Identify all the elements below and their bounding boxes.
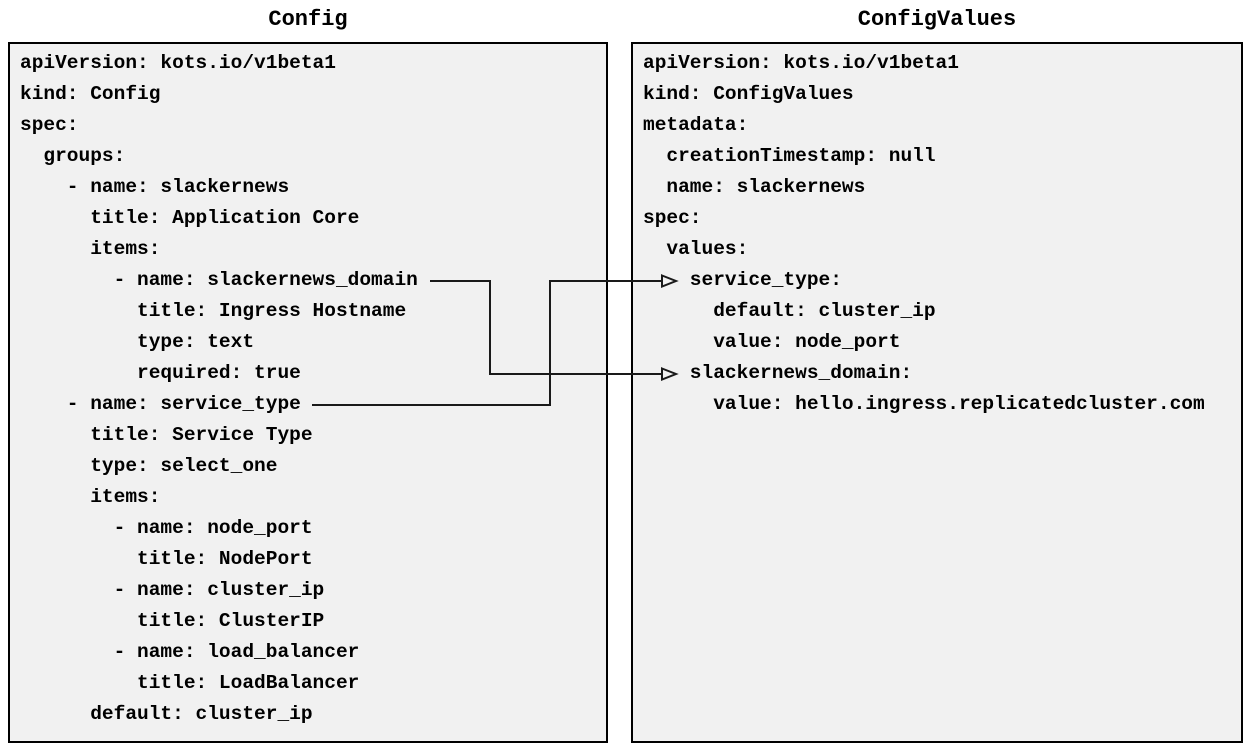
yaml-line: - name: slackernews [20,176,290,198]
yaml-line: items: [20,486,161,508]
yaml-line: type: select_one [20,455,278,477]
config-yaml: apiVersion: kots.io/v1beta1 kind: Config… [10,44,606,730]
yaml-line-service-type-value: service_type: [643,269,842,291]
yaml-line: value: hello.ingress.replicatedcluster.c… [643,393,1205,415]
yaml-line: default: cluster_ip [643,300,936,322]
yaml-line-slackernews-domain-value: slackernews_domain: [643,362,913,384]
configvalues-panel-title: ConfigValues [857,7,1017,32]
yaml-line: - name: load_balancer [20,641,360,663]
yaml-line: value: node_port [643,331,901,353]
yaml-line: type: text [20,331,255,353]
config-panel-title: Config [268,7,348,32]
configvalues-yaml: apiVersion: kots.io/v1beta1 kind: Config… [633,44,1241,420]
yaml-line: title: ClusterIP [20,610,325,632]
yaml-line: name: slackernews [643,176,866,198]
yaml-line: title: LoadBalancer [20,672,360,694]
yaml-line: title: Application Core [20,207,360,229]
yaml-line: spec: [20,114,79,136]
yaml-line: - name: cluster_ip [20,579,325,601]
yaml-line-slackernews-domain: - name: slackernews_domain [20,269,418,291]
yaml-line: items: [20,238,161,260]
yaml-line: title: Service Type [20,424,313,446]
yaml-line: title: Ingress Hostname [20,300,407,322]
yaml-line-service-type: - name: service_type [20,393,301,415]
yaml-line: values: [643,238,749,260]
yaml-line: creationTimestamp: null [643,145,936,167]
yaml-line: groups: [20,145,126,167]
config-panel: apiVersion: kots.io/v1beta1 kind: Config… [8,42,608,743]
yaml-line: apiVersion: kots.io/v1beta1 [20,52,336,74]
yaml-line: spec: [643,207,702,229]
configvalues-panel: apiVersion: kots.io/v1beta1 kind: Config… [631,42,1243,743]
yaml-line: kind: Config [20,83,161,105]
yaml-line: apiVersion: kots.io/v1beta1 [643,52,959,74]
yaml-line: kind: ConfigValues [643,83,854,105]
yaml-line: required: true [20,362,301,384]
yaml-line: metadata: [643,114,749,136]
yaml-line: default: cluster_ip [20,703,313,725]
yaml-line: title: NodePort [20,548,313,570]
yaml-line: - name: node_port [20,517,313,539]
